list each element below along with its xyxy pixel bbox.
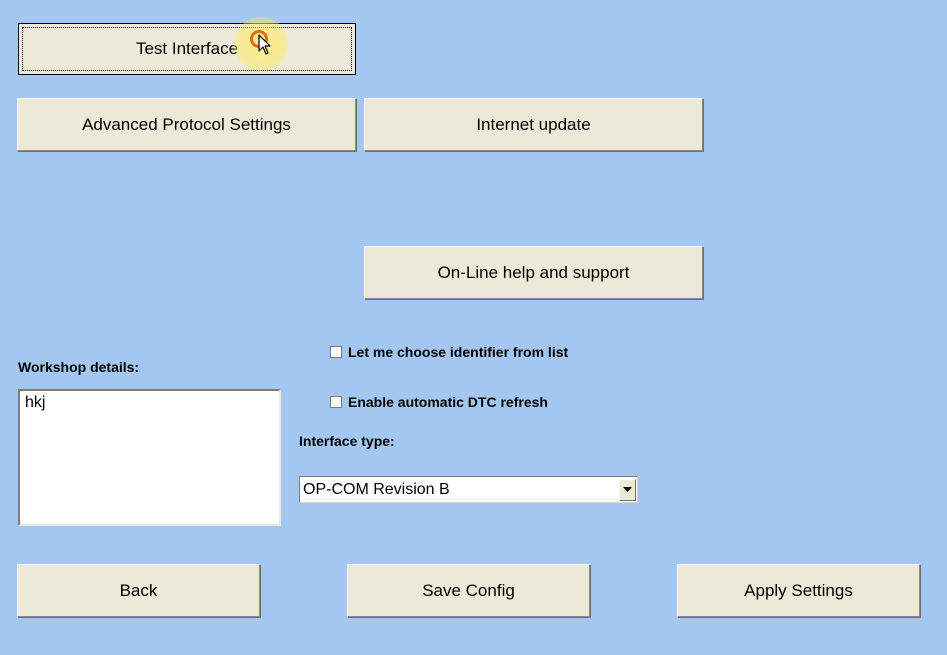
- internet-update-label: Internet update: [476, 114, 591, 134]
- workshop-details-label: Workshop details:: [18, 359, 140, 375]
- auto-dtc-refresh-label: Enable automatic DTC refresh: [348, 394, 548, 410]
- choose-identifier-option[interactable]: Let me choose identifier from list: [330, 344, 568, 360]
- auto-dtc-refresh-checkbox[interactable]: [330, 396, 342, 408]
- interface-type-select[interactable]: OP-COM Revision B: [299, 476, 638, 503]
- apply-settings-button[interactable]: Apply Settings: [677, 564, 920, 617]
- internet-update-button[interactable]: Internet update: [364, 98, 703, 151]
- choose-identifier-checkbox[interactable]: [330, 346, 342, 358]
- back-label: Back: [119, 580, 158, 600]
- save-config-label: Save Config: [422, 580, 515, 600]
- apply-settings-label: Apply Settings: [744, 580, 853, 600]
- auto-dtc-refresh-option[interactable]: Enable automatic DTC refresh: [330, 394, 548, 410]
- workshop-details-input[interactable]: hkj: [18, 389, 281, 526]
- advanced-protocol-settings-button[interactable]: Advanced Protocol Settings: [17, 98, 356, 151]
- dropdown-arrow-icon[interactable]: [619, 478, 636, 501]
- back-button[interactable]: Back: [17, 564, 260, 617]
- interface-type-label: Interface type:: [299, 433, 395, 449]
- online-help-button[interactable]: On-Line help and support: [364, 246, 703, 299]
- advanced-protocol-settings-label: Advanced Protocol Settings: [82, 114, 291, 134]
- test-interface-label: Test Interface: [135, 39, 239, 58]
- test-interface-button[interactable]: Test Interface: [18, 23, 356, 75]
- interface-type-value: OP-COM Revision B: [303, 480, 450, 498]
- choose-identifier-label: Let me choose identifier from list: [348, 344, 569, 360]
- save-config-button[interactable]: Save Config: [347, 564, 590, 617]
- online-help-label: On-Line help and support: [437, 262, 630, 282]
